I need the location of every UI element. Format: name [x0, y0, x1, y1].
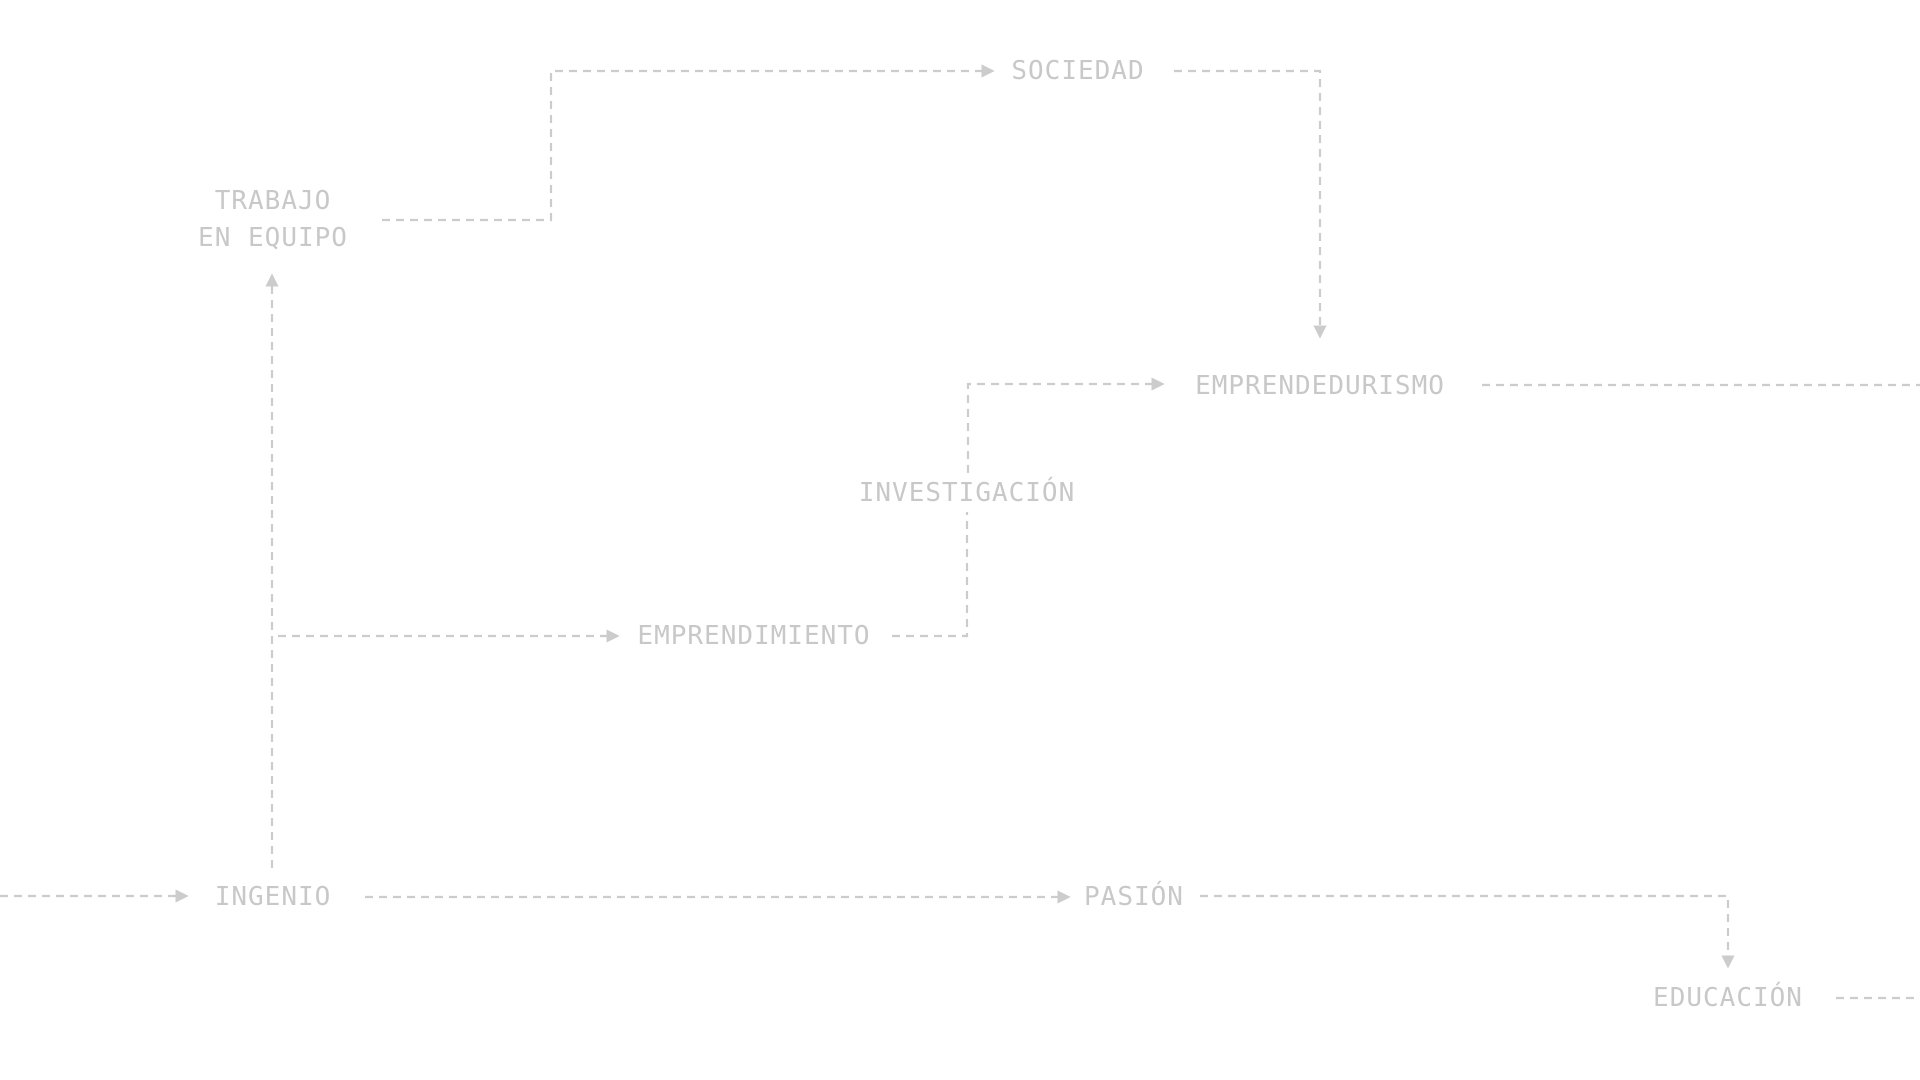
node-emprendimiento: EMPRENDIMIENTO [637, 621, 870, 651]
node-emprendedurismo: EMPRENDEDURISMO [1195, 371, 1445, 401]
connector-sociedad-to-emprendedurismo [1174, 69, 1327, 339]
node-pasion: PASIÓN [1084, 880, 1184, 912]
node-ingenio: INGENIO [215, 882, 332, 912]
node-trabajo-en-equipo-line2: EN EQUIPO [198, 223, 348, 253]
connector-trabajo-to-sociedad [382, 64, 995, 222]
node-trabajo-en-equipo-line1: TRABAJO [215, 186, 332, 216]
node-investigacion: INVESTIGACIÓN [859, 476, 1076, 508]
node-educacion: EDUCACIÓN [1653, 981, 1803, 1013]
connector-pasion-to-educacion [1200, 894, 1735, 969]
node-sociedad: SOCIEDAD [1011, 56, 1144, 86]
connector-emprendimiento-to-investigacion [892, 512, 969, 638]
connector-investigacion-to-emprendedurismo [966, 377, 1165, 473]
